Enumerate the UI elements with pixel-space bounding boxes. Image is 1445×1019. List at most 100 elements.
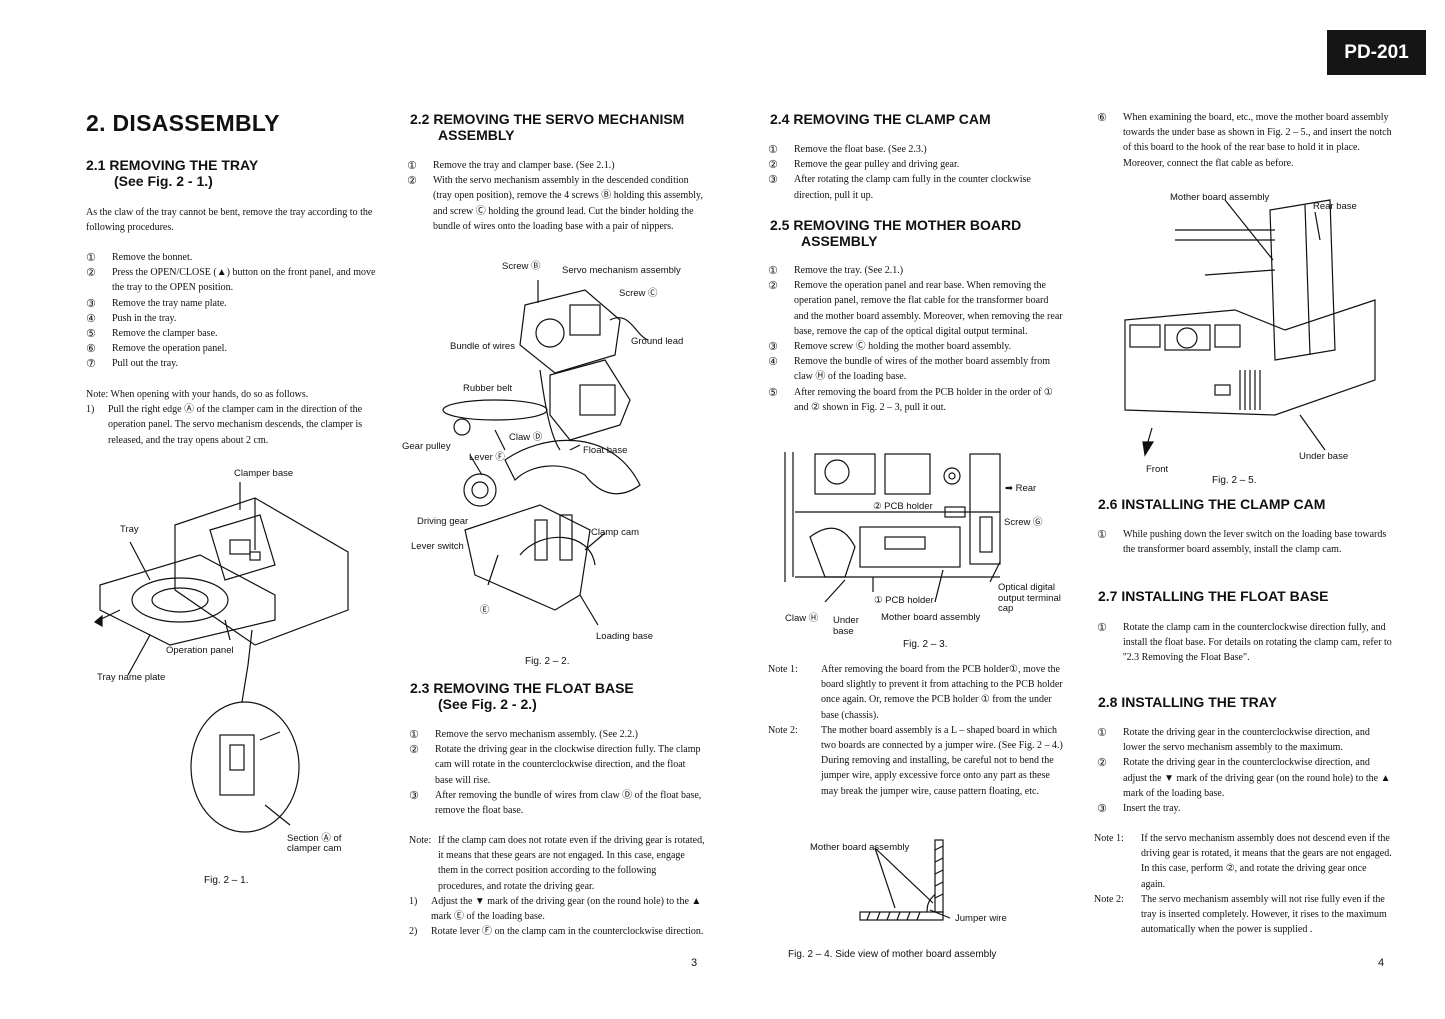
label-mother-board: Mother board assembly	[881, 612, 981, 623]
figure-2-5-caption: Fig. 2 – 5.	[1212, 475, 1257, 486]
section-2-1-intro: As the claw of the tray cannot be bent, …	[86, 207, 373, 234]
figure-2-4-drawing	[859, 839, 951, 921]
label-screw-g: Screw Ⓖ	[1004, 517, 1043, 528]
label-e-mark: Ⓔ	[480, 605, 490, 616]
label-section-a: Section Ⓐ of	[287, 833, 342, 844]
label-output-terminal: output terminal	[998, 593, 1061, 604]
label-jumper-wire: Jumper wire	[955, 913, 1007, 924]
label-clamp-cam: Clamp cam	[591, 527, 640, 538]
label-pcb-holder-1: ① PCB holder	[874, 595, 934, 606]
label-tray: Tray	[120, 524, 139, 535]
section-2-8-notes: Note 1:If the servo mechanism assembly d…	[1094, 833, 1392, 936]
section-2-3-heading: 2.3 REMOVING THE FLOAT BASE (See Fig. 2 …	[410, 680, 634, 712]
label-clamper-base: Clamper base	[234, 468, 294, 479]
section-2-1-heading: 2.1 REMOVING THE TRAY (See Fig. 2 - 1.)	[86, 157, 259, 189]
page-number-4: 4	[1378, 957, 1385, 969]
label-servo-mechanism: Servo mechanism assembly	[562, 265, 681, 276]
page-title: 2. DISASSEMBLY	[86, 110, 280, 136]
section-2-7-heading: 2.7 INSTALLING THE FLOAT BASE	[1098, 588, 1329, 604]
figure-2-3-caption: Fig. 2 – 3.	[903, 639, 948, 650]
section-2-3-note: Note:If the clamp cam does not rotate ev…	[409, 835, 705, 938]
label-rubber-belt: Rubber belt	[463, 383, 513, 394]
page-number-3: 3	[691, 957, 698, 969]
label-rear: ➡ Rear	[1005, 483, 1037, 494]
model-badge: PD-201	[1327, 30, 1426, 75]
label-float-base: Float base	[583, 445, 628, 456]
label-optical: Optical digital	[998, 582, 1056, 593]
section-2-5-notes: Note 1:After removing the board from the…	[768, 664, 1063, 797]
label-screw-b: Screw Ⓑ	[502, 261, 541, 272]
figure-2-3-drawing	[784, 452, 1001, 603]
label-cap: cap	[998, 603, 1014, 614]
label-loading-base: Loading base	[596, 631, 654, 642]
section-2-5-heading: 2.5 REMOVING THE MOTHER BOARD ASSEMBLY	[770, 217, 1022, 249]
label-pcb-holder-2: ② PCB holder	[873, 501, 933, 512]
label-claw-h: Claw Ⓗ	[785, 613, 819, 624]
label-fig4-mother-board: Mother board assembly	[810, 842, 910, 853]
label-operation-panel: Operation panel	[166, 645, 234, 656]
label-tray-name-plate: Tray name plate	[97, 672, 166, 683]
label-ground-lead: Ground lead	[631, 336, 684, 347]
label-base: base	[833, 626, 854, 637]
label-clamper-cam: clamper cam	[287, 843, 342, 854]
label-rear-base: Rear base	[1313, 201, 1357, 212]
figure-2-1-drawing	[93, 482, 349, 833]
figure-2-5-drawing	[1124, 199, 1376, 457]
figure-2-1-caption: Fig. 2 – 1.	[204, 875, 249, 886]
label-driving-gear: Driving gear	[417, 516, 469, 527]
label-gear-pulley: Gear pulley	[402, 441, 451, 452]
label-claw-d: Claw Ⓓ	[509, 432, 543, 443]
figure-2-2-drawing	[442, 280, 649, 626]
section-2-1-note: Note: When opening with your hands, do s…	[86, 389, 363, 446]
section-2-4-heading: 2.4 REMOVING THE CLAMP CAM	[770, 111, 991, 127]
label-bundle-of-wires: Bundle of wires	[450, 341, 515, 352]
section-2-8-heading: 2.8 INSTALLING THE TRAY	[1098, 694, 1277, 710]
label-under-base: Under base	[1299, 451, 1349, 462]
label-under: Under	[833, 615, 859, 626]
label-lever-f: Lever Ⓕ	[469, 452, 505, 463]
figure-2-2-caption: Fig. 2 – 2.	[525, 656, 570, 667]
section-2-6-heading: 2.6 INSTALLING THE CLAMP CAM	[1098, 496, 1326, 512]
label-lever-switch: Lever switch	[411, 541, 464, 552]
figure-2-4-caption: Fig. 2 – 4. Side view of mother board as…	[788, 949, 997, 960]
section-2-2-heading: 2.2 REMOVING THE SERVO MECHANISM ASSEMBL…	[410, 111, 685, 143]
label-front: Front	[1146, 464, 1169, 475]
label-screw-c: Screw Ⓒ	[619, 288, 658, 299]
label-fig5-mother-board: Mother board assembly	[1170, 192, 1270, 203]
